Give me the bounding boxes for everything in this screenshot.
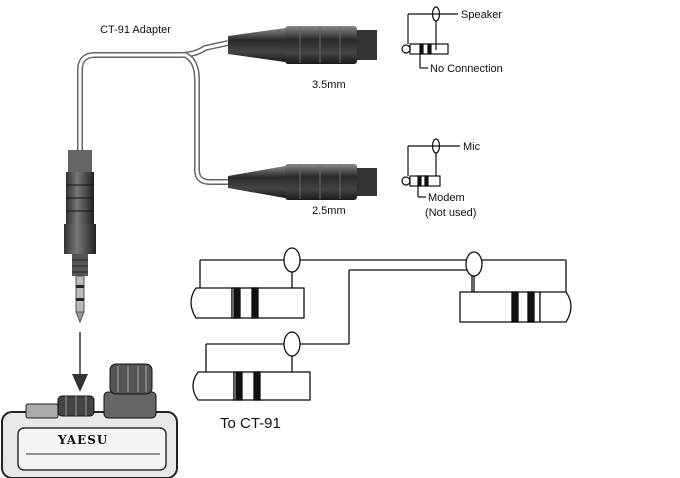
connection-ring [283, 331, 301, 357]
plug-left-bottom [192, 371, 311, 401]
adapter-main-plug [64, 150, 96, 324]
radio-brand-label: YAESU [57, 433, 108, 447]
ct91-adapter-cable [64, 26, 377, 392]
schematic-25mm [401, 138, 460, 198]
wiring-schematic [199, 247, 567, 372]
schematic-35mm [401, 6, 458, 69]
not-used-label: (Not used) [425, 207, 476, 219]
mic-label: Mic [463, 141, 481, 153]
speaker-label: Speaker [461, 9, 502, 21]
cable-to-35mm [77, 40, 229, 150]
to-ct91-label: To CT-91 [220, 415, 281, 432]
adapter-label: CT-91 Adapter [100, 24, 171, 36]
radio-illustration: YAESU [1, 363, 178, 478]
modem-label: Modem [428, 192, 465, 204]
connection-ring [465, 251, 483, 277]
jack-25mm-label: 2.5mm [312, 205, 346, 217]
cable-to-25mm [183, 52, 228, 185]
plug-right [459, 291, 572, 323]
jack-35mm [228, 26, 377, 64]
connection-ring [283, 247, 301, 273]
plug-left-top [190, 287, 305, 319]
jack-25mm [228, 164, 377, 200]
jack-35mm-label: 3.5mm [312, 79, 346, 91]
arrow-down-icon [72, 332, 88, 392]
no-connection-label: No Connection [430, 63, 503, 75]
